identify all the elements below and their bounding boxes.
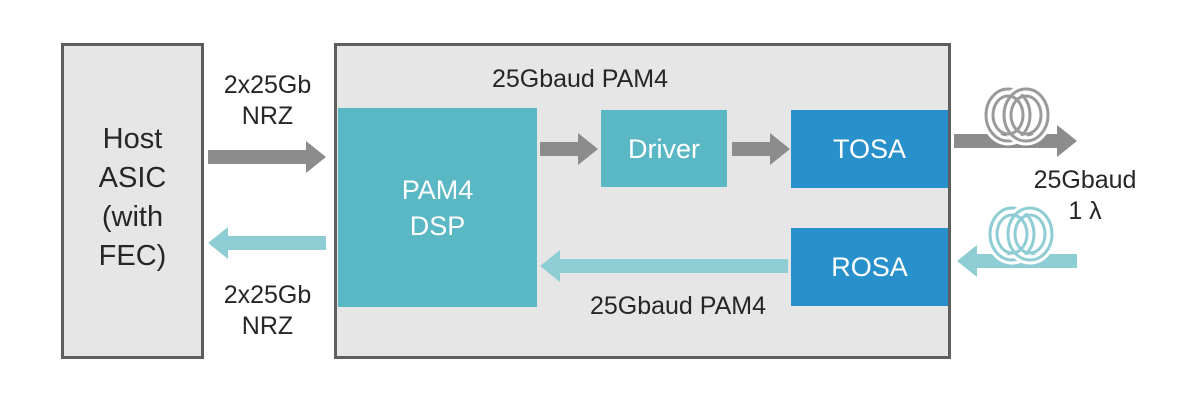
rosa-to-dsp-arrow <box>540 250 788 282</box>
tx-fiber-coil-icon <box>981 84 1053 146</box>
pam4-dsp-block: PAM4 DSP <box>338 108 537 307</box>
driver-to-tosa-arrow <box>732 133 790 165</box>
dsp-to-host-arrow <box>208 227 326 259</box>
rx-fiber-coil-icon <box>985 203 1057 265</box>
optical-link-label: 25Gbaud 1 λ <box>1033 166 1137 225</box>
host-asic-label: Host ASIC (with FEC) <box>98 123 167 272</box>
tx-link-label: 2x25Gb NRZ <box>223 71 312 130</box>
host-asic-box <box>61 43 204 359</box>
host-to-dsp-arrow <box>208 141 326 173</box>
tosa-block: TOSA <box>791 110 948 188</box>
dsp-to-driver-arrow <box>540 133 598 165</box>
module-bottom-label: 25Gbaud PAM4 <box>589 292 767 320</box>
rosa-block: ROSA <box>791 228 948 306</box>
rx-link-label: 2x25Gb NRZ <box>223 281 312 340</box>
module-top-label: 25Gbaud PAM4 <box>491 65 669 93</box>
driver-block: Driver <box>601 110 727 187</box>
